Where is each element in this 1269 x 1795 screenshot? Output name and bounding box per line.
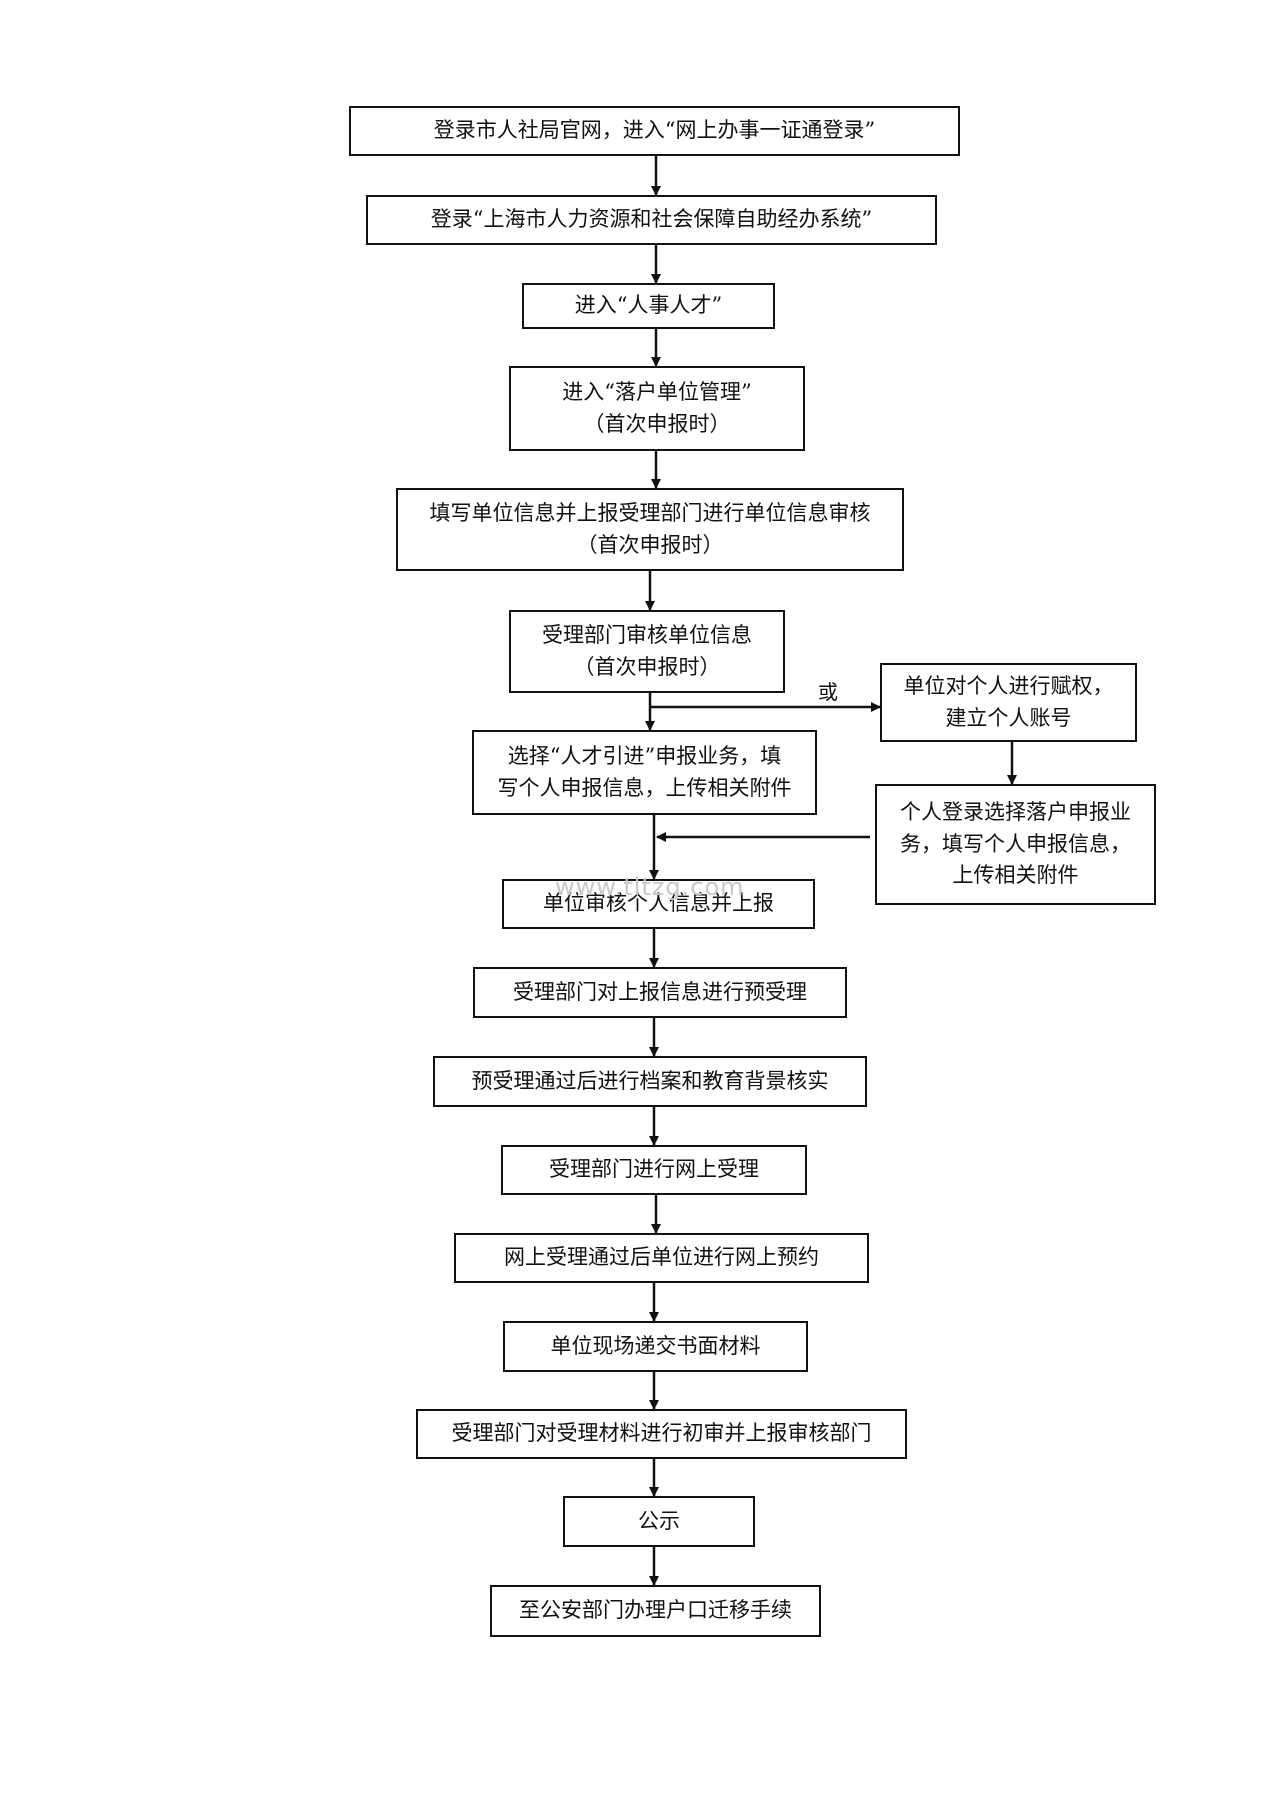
- branch-text: 单位对个人进行赋权，: [903, 674, 1114, 698]
- step-text: 填写单位信息并上报受理部门进行单位信息审核: [429, 501, 871, 525]
- branch-personal-login: 个人登录选择落户申报业 务，填写个人申报信息， 上传相关附件: [875, 784, 1156, 905]
- step-text: 单位现场递交书面材料: [550, 1333, 761, 1358]
- step-online-acceptance: 受理部门进行网上受理: [501, 1145, 807, 1195]
- step-text: 受理部门对上报信息进行预受理: [513, 979, 807, 1004]
- step-text: 受理部门对受理材料进行初审并上报审核部门: [451, 1421, 872, 1446]
- step-note: （首次申报时）: [576, 532, 724, 557]
- step-text: 进入“落户单位管理”: [562, 380, 752, 404]
- step-pre-acceptance: 受理部门对上报信息进行预受理: [473, 967, 847, 1018]
- step-review-unit-info: 受理部门审核单位信息 （首次申报时）: [509, 610, 785, 693]
- step-publicity: 公示: [563, 1496, 755, 1547]
- step-login-website: 登录市人社局官网，进入“网上办事一证通登录”: [349, 106, 960, 156]
- step-text: 单位审核个人信息并上报: [543, 891, 774, 916]
- step-text: 登录市人社局官网，进入“网上办事一证通登录”: [433, 118, 876, 143]
- step-select-talent-business: 选择“人才引进”申报业务，填 写个人申报信息，上传相关附件: [472, 730, 817, 815]
- step-submit-materials: 单位现场递交书面材料: [503, 1321, 808, 1372]
- step-note: （首次申报时）: [573, 654, 721, 679]
- branch-grant-account: 单位对个人进行赋权， 建立个人账号: [880, 663, 1137, 742]
- branch-text: 务，填写个人申报信息，: [900, 831, 1131, 856]
- step-text: 受理部门进行网上受理: [549, 1157, 759, 1182]
- step-enter-personnel: 进入“人事人才”: [522, 283, 775, 329]
- step-text: 受理部门审核单位信息: [542, 623, 752, 647]
- step-text: 公示: [638, 1508, 680, 1533]
- step-text: 写个人申报信息，上传相关附件: [497, 775, 792, 800]
- step-online-appointment: 网上受理通过后单位进行网上预约: [454, 1233, 869, 1283]
- step-household-transfer: 至公安部门办理户口迁移手续: [490, 1585, 821, 1637]
- branch-text: 建立个人账号: [945, 705, 1072, 730]
- step-text: 选择“人才引进”申报业务，填: [507, 744, 782, 768]
- step-enter-unit-management: 进入“落户单位管理” （首次申报时）: [509, 366, 805, 451]
- step-unit-review-personal: 单位审核个人信息并上报: [502, 879, 815, 929]
- step-initial-review: 受理部门对受理材料进行初审并上报审核部门: [416, 1409, 907, 1459]
- step-text: 至公安部门办理户口迁移手续: [519, 1598, 792, 1623]
- step-text: 进入“人事人才”: [574, 293, 723, 318]
- or-label: 或: [818, 680, 838, 704]
- step-note: （首次申报时）: [583, 411, 731, 436]
- step-text: 登录“上海市人力资源和社会保障自助经办系统”: [430, 207, 873, 232]
- step-text: 网上受理通过后单位进行网上预约: [504, 1245, 819, 1270]
- branch-text: 上传相关附件: [952, 863, 1079, 888]
- branch-text: 个人登录选择落户申报业: [900, 800, 1131, 825]
- step-verify-background: 预受理通过后进行档案和教育背景核实: [433, 1056, 867, 1107]
- step-fill-unit-info: 填写单位信息并上报受理部门进行单位信息审核 （首次申报时）: [396, 488, 904, 571]
- watermark: www.tltzg.com: [555, 873, 745, 901]
- step-text: 预受理通过后进行档案和教育背景核实: [471, 1068, 829, 1093]
- step-login-system: 登录“上海市人力资源和社会保障自助经办系统”: [366, 195, 937, 245]
